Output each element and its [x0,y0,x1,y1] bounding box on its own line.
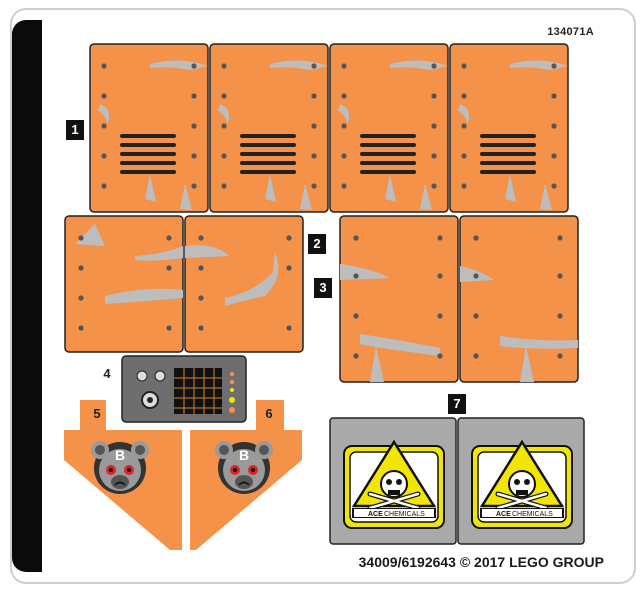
sheet-id-code: 134071A [547,26,594,38]
sticker-number-4: 4 [103,366,111,381]
sticker-1-panels [89,43,569,213]
sticker-5-bear-badge: B [64,400,182,550]
sticker-number-3: 3 [314,278,332,298]
warning-chemicals-right: CHEMICALS [512,511,553,518]
sticker-number-5: 5 [93,406,101,421]
warning-chemicals-left: CHEMICALS [384,511,425,518]
sticker-number-1: 1 [66,120,84,140]
warning-ace-right: ACE [496,511,511,518]
sticker-6-bear-badge: B [190,400,302,550]
bear-letter-right: B [239,447,249,463]
warning-ace-left: ACE [368,511,383,518]
sticker-7-warning-panels: ACE CHEMICALS ACE CHEMICALS [329,417,585,545]
sticker-number-7: 7 [448,394,466,414]
sticker-2-panels [64,215,304,353]
sticker-3-panels [339,215,579,383]
bear-letter-left: B [115,447,125,463]
sticker-number-2: 2 [308,234,326,254]
sheet-spine [12,20,42,572]
sticker-4-control-panel [121,355,247,423]
sticker-number-6: 6 [265,406,273,421]
copyright-text: 34009/6192643 © 2017 LEGO GROUP [358,554,604,570]
